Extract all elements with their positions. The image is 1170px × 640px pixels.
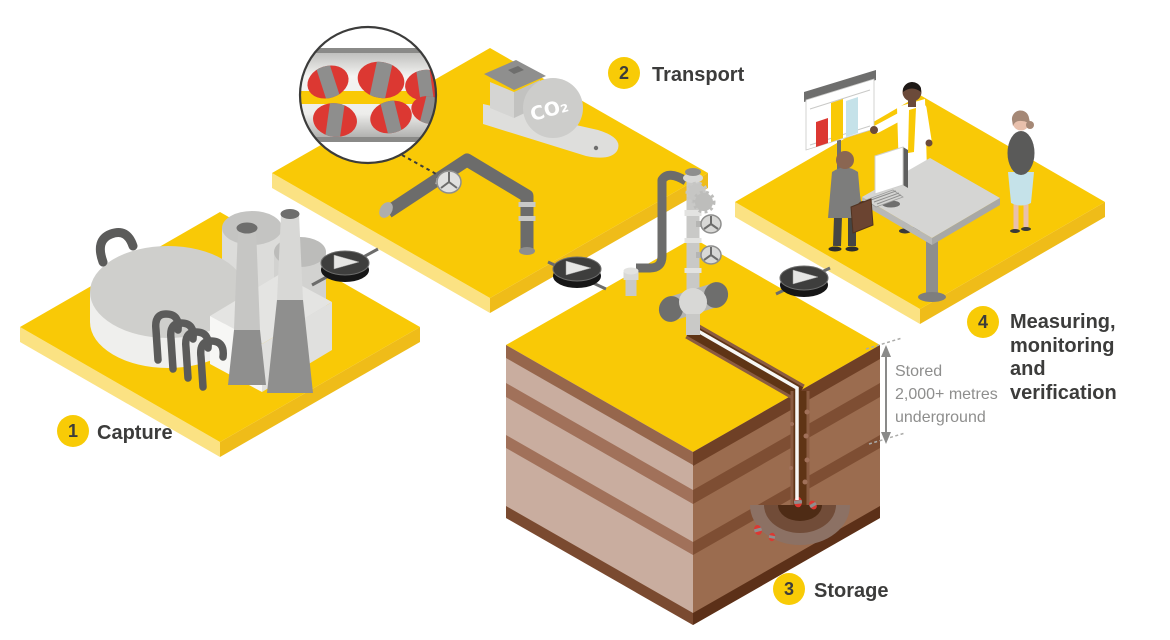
depth-annotation-line: 2,000+ metres bbox=[895, 386, 998, 403]
pipeline-valve bbox=[435, 170, 462, 194]
depth-arrow bbox=[865, 337, 906, 445]
step-1-label: Capture bbox=[97, 422, 173, 444]
chart-bar-yellow bbox=[831, 99, 843, 142]
briefcase-man bbox=[828, 151, 874, 252]
step-3-badge: 3 bbox=[773, 573, 805, 605]
ship-porthole bbox=[593, 145, 599, 151]
step-4-label-line: verification bbox=[1010, 381, 1117, 404]
factory-chimneys bbox=[228, 209, 313, 393]
pregnant-woman bbox=[1007, 110, 1035, 233]
pipeline-magnifier bbox=[298, 25, 439, 176]
step-3-label: Storage bbox=[814, 580, 889, 602]
pipeline bbox=[379, 153, 536, 255]
wellhead-valve-wheel bbox=[696, 245, 722, 265]
co2-ship: CO₂ bbox=[483, 60, 619, 158]
pump-connector-1 bbox=[311, 247, 379, 287]
well-bubbles bbox=[789, 409, 810, 485]
wellhead bbox=[623, 168, 729, 335]
ship-co2-sphere bbox=[523, 78, 583, 138]
pipe-end-cap bbox=[379, 202, 393, 218]
step-4-label-line: and bbox=[1010, 358, 1046, 380]
step-1-badge: 1 bbox=[57, 415, 89, 447]
chart-bar-red bbox=[816, 118, 828, 147]
wellhead-valve-wheel bbox=[696, 214, 722, 234]
step-4-badge: 4 bbox=[967, 306, 999, 338]
pump-connector-2 bbox=[547, 256, 607, 291]
wellhead-valve-cluster bbox=[658, 282, 729, 335]
presenter-tie bbox=[908, 108, 916, 153]
step-4-label-line: monitoring bbox=[1010, 334, 1115, 357]
keyboard bbox=[865, 189, 904, 208]
storage-cube bbox=[506, 238, 880, 625]
board-bar-chart bbox=[816, 97, 858, 147]
presenter-hand bbox=[870, 126, 878, 134]
step-2-label: Transport bbox=[652, 64, 745, 86]
magnifier-contents bbox=[300, 48, 436, 142]
cube-right-face bbox=[693, 345, 880, 625]
factory-pipes bbox=[151, 310, 227, 391]
capture-factory bbox=[90, 209, 332, 393]
depth-annotation-line: underground bbox=[895, 409, 986, 426]
wellhead-feed-pipe bbox=[636, 170, 689, 273]
briefcase bbox=[850, 198, 874, 234]
woman-skirt bbox=[1008, 172, 1034, 206]
depth-annotation: Stored 2,000+ metres underground bbox=[895, 360, 998, 429]
pump-connector-3 bbox=[775, 265, 831, 298]
co2-plume bbox=[750, 496, 850, 545]
well-pipe bbox=[690, 325, 799, 500]
cube-left-face bbox=[506, 345, 693, 625]
wellhead-gear bbox=[692, 190, 716, 214]
step-2-badge: 2 bbox=[608, 57, 640, 89]
tank-pipe-handle bbox=[95, 228, 138, 267]
injection-well bbox=[685, 321, 810, 505]
step-4-label: Measuring, monitoring and verification bbox=[1010, 311, 1117, 405]
depth-annotation-line: Stored bbox=[895, 363, 943, 380]
chart-bar-blue bbox=[846, 97, 858, 137]
step-4-label-line: Measuring, bbox=[1010, 311, 1116, 333]
